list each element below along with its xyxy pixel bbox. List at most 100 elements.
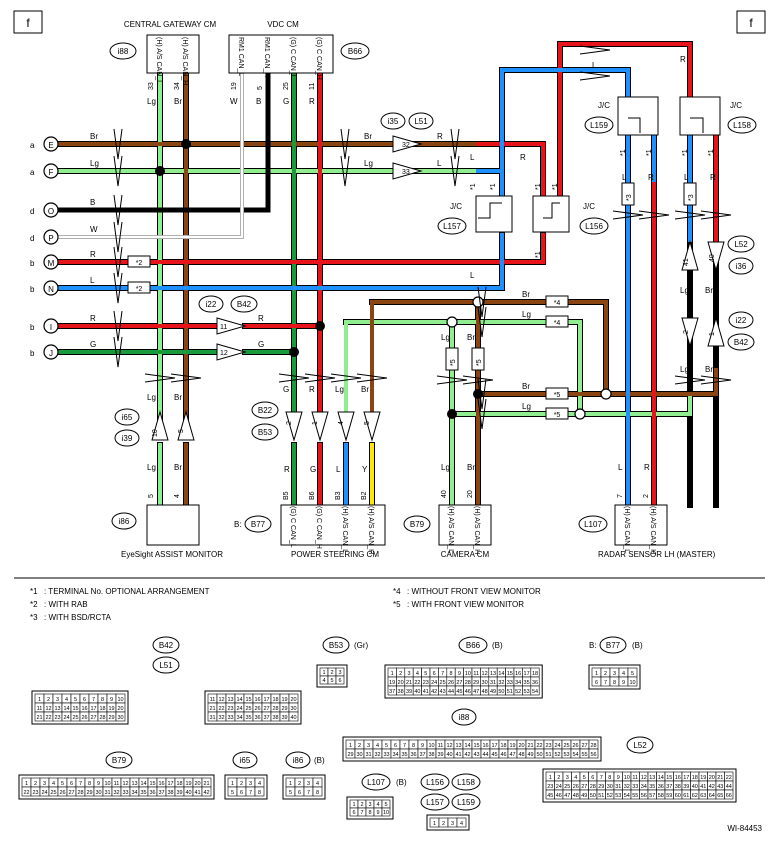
radar-title: RADAR SENSOR LH (MASTER) bbox=[598, 550, 716, 559]
svg-text:25: 25 bbox=[50, 790, 56, 796]
svg-text:5: 5 bbox=[61, 781, 64, 787]
svg-text:40: 40 bbox=[709, 254, 716, 262]
svg-text:37: 37 bbox=[389, 689, 395, 695]
svg-text:21: 21 bbox=[406, 680, 412, 686]
svg-text:22: 22 bbox=[414, 680, 420, 686]
svg-text:4: 4 bbox=[574, 775, 577, 781]
svg-text:R: R bbox=[710, 173, 716, 182]
svg-text:34: 34 bbox=[515, 680, 521, 686]
svg-text:62: 62 bbox=[692, 793, 698, 799]
svg-text:14: 14 bbox=[464, 743, 470, 749]
svg-text:18: 18 bbox=[272, 697, 278, 703]
svg-text:L158: L158 bbox=[733, 121, 751, 130]
svg-text:R: R bbox=[520, 153, 526, 162]
svg-text:RM1 CAN_L: RM1 CAN_L bbox=[237, 37, 244, 76]
svg-text:52: 52 bbox=[554, 752, 560, 758]
svg-text:1: 1 bbox=[549, 775, 552, 781]
svg-text:8: 8 bbox=[88, 781, 91, 787]
svg-text:23: 23 bbox=[545, 743, 551, 749]
svg-text:Lg: Lg bbox=[364, 159, 373, 168]
svg-text:27: 27 bbox=[90, 715, 96, 721]
svg-text:50: 50 bbox=[590, 793, 596, 799]
svg-text:2: 2 bbox=[399, 671, 402, 677]
terminal-side-F: a bbox=[30, 168, 35, 177]
svg-text:30: 30 bbox=[290, 706, 296, 712]
svg-text:L: L bbox=[684, 173, 689, 182]
svg-text:i65: i65 bbox=[240, 756, 251, 765]
ps-title: POWER STEERING CM bbox=[291, 550, 379, 559]
svg-text:J/C: J/C bbox=[598, 101, 610, 110]
svg-text:8: 8 bbox=[101, 697, 104, 703]
svg-text:15: 15 bbox=[473, 743, 479, 749]
svg-text:48: 48 bbox=[573, 793, 579, 799]
svg-text:9: 9 bbox=[110, 697, 113, 703]
svg-text:33: 33 bbox=[507, 680, 513, 686]
svg-text:30: 30 bbox=[117, 715, 123, 721]
svg-text:30: 30 bbox=[482, 680, 488, 686]
svg-text:L: L bbox=[622, 173, 627, 182]
terminal-side-P: d bbox=[30, 234, 34, 243]
svg-text:(H) A/S CAN_L: (H) A/S CAN_L bbox=[447, 506, 454, 553]
terminal-id-F: F bbox=[49, 168, 54, 177]
svg-text:5: 5 bbox=[74, 697, 77, 703]
svg-text:30: 30 bbox=[356, 752, 362, 758]
svg-text:58: 58 bbox=[658, 793, 664, 799]
svg-text:32: 32 bbox=[498, 680, 504, 686]
svg-text:B42: B42 bbox=[734, 338, 749, 347]
svg-text:46: 46 bbox=[556, 793, 562, 799]
svg-text:28: 28 bbox=[590, 743, 596, 749]
svg-text:*1: *1 bbox=[620, 149, 627, 156]
svg-text:31: 31 bbox=[490, 680, 496, 686]
svg-text:25: 25 bbox=[283, 82, 290, 90]
terminal-J bbox=[43, 344, 59, 360]
terminal-I bbox=[43, 318, 59, 334]
svg-text:7: 7 bbox=[403, 743, 406, 749]
svg-text:*2: *2 bbox=[136, 286, 143, 293]
svg-text:50: 50 bbox=[536, 752, 542, 758]
svg-text:R: R bbox=[648, 173, 654, 182]
svg-text:(H) A/S CAN_L: (H) A/S CAN_L bbox=[341, 506, 348, 553]
svg-text:17: 17 bbox=[90, 706, 96, 712]
svg-text:36: 36 bbox=[532, 680, 538, 686]
svg-text:*1: *1 bbox=[646, 149, 653, 156]
svg-text:14: 14 bbox=[236, 697, 242, 703]
svg-text:17: 17 bbox=[491, 743, 497, 749]
svg-text:27: 27 bbox=[581, 784, 587, 790]
svg-text:9: 9 bbox=[617, 775, 620, 781]
conn-B66 bbox=[340, 42, 370, 60]
svg-text:(H) A/S CAN_H: (H) A/S CAN_H bbox=[649, 506, 656, 554]
svg-text:Lg: Lg bbox=[441, 333, 450, 342]
svg-text:23: 23 bbox=[227, 706, 233, 712]
svg-text:1: 1 bbox=[322, 670, 325, 676]
svg-text:7: 7 bbox=[604, 680, 607, 686]
svg-text:60: 60 bbox=[675, 793, 681, 799]
terminal-id-N: N bbox=[48, 285, 54, 294]
svg-text:(B): (B) bbox=[492, 641, 503, 650]
svg-text:23: 23 bbox=[547, 784, 553, 790]
svg-text:13: 13 bbox=[54, 706, 60, 712]
svg-text:: WITH RAB: : WITH RAB bbox=[44, 600, 88, 609]
svg-text:37: 37 bbox=[263, 715, 269, 721]
svg-text:*3: *3 bbox=[626, 194, 633, 201]
svg-text:10: 10 bbox=[152, 429, 159, 437]
svg-text:B:: B: bbox=[589, 641, 597, 650]
svg-text:4: 4 bbox=[376, 743, 379, 749]
svg-text:6: 6 bbox=[338, 678, 341, 684]
svg-text:46: 46 bbox=[500, 752, 506, 758]
svg-text:R: R bbox=[90, 250, 96, 259]
svg-text:Lg: Lg bbox=[335, 385, 344, 394]
svg-text:20: 20 bbox=[117, 706, 123, 712]
svg-text:J/C: J/C bbox=[730, 101, 742, 110]
svg-text:B79: B79 bbox=[112, 756, 127, 765]
svg-text:21: 21 bbox=[527, 743, 533, 749]
svg-text:29: 29 bbox=[108, 715, 114, 721]
svg-text:Lg: Lg bbox=[147, 463, 156, 472]
eyesight-box bbox=[146, 504, 200, 546]
svg-text:(H) A/S CAN_H: (H) A/S CAN_H bbox=[367, 506, 374, 554]
svg-text:45: 45 bbox=[456, 689, 462, 695]
svg-text:11: 11 bbox=[37, 706, 43, 712]
svg-text:23: 23 bbox=[32, 790, 38, 796]
svg-text:15: 15 bbox=[149, 781, 155, 787]
svg-text:9: 9 bbox=[421, 743, 424, 749]
